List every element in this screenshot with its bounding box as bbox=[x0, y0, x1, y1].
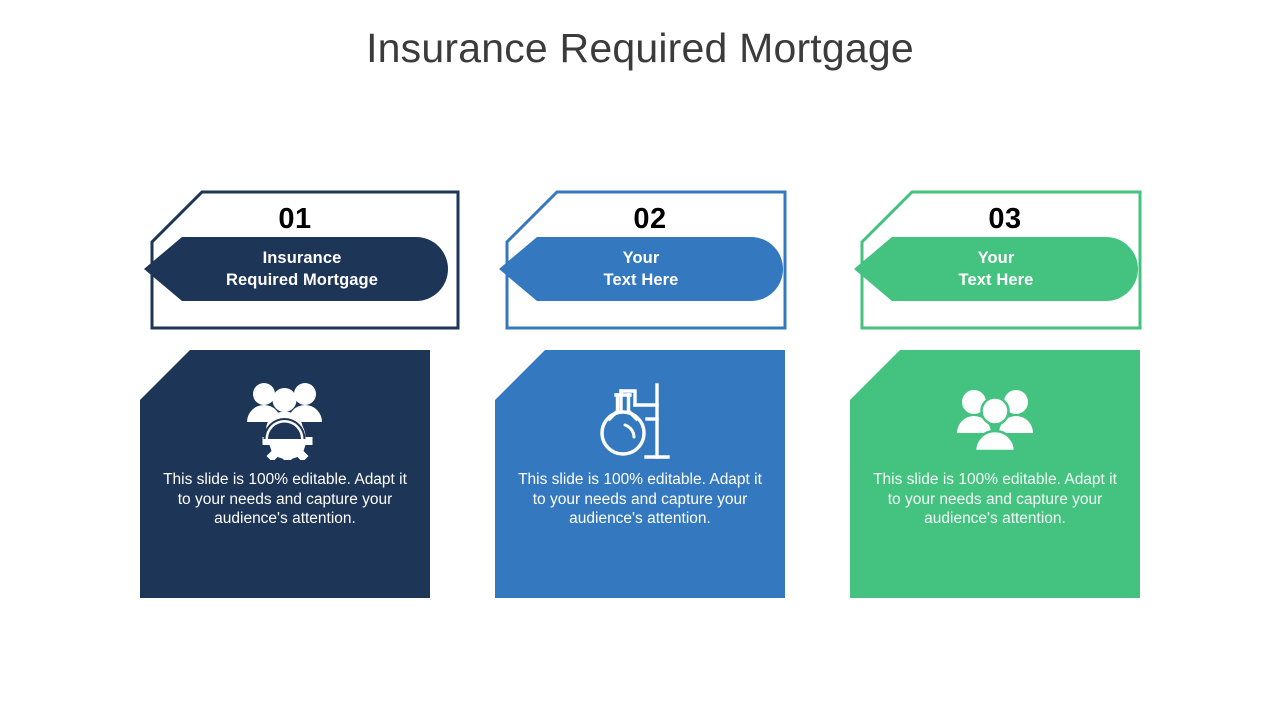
frame-outline-shape bbox=[150, 190, 460, 330]
lab-flask-icon bbox=[495, 368, 785, 472]
columns-container: 01 Insurance Required Mortgage bbox=[0, 190, 1280, 610]
header-frame-02 bbox=[485, 190, 815, 330]
banner-line2: Text Here bbox=[603, 271, 679, 289]
banner-ribbon-shape bbox=[499, 237, 783, 301]
users-group-icon bbox=[850, 368, 1140, 472]
banner-label-03: Your Text Here bbox=[862, 235, 1130, 303]
banner-03[interactable]: Your Text Here bbox=[848, 235, 1160, 303]
content-panel-03[interactable]: This slide is 100% editable. Adapt it to… bbox=[850, 350, 1140, 598]
banner-line1: Your bbox=[977, 249, 1015, 267]
banner-label-01: Insurance Required Mortgage bbox=[168, 235, 436, 303]
header-frame-03 bbox=[840, 190, 1170, 330]
frame-outline-shape bbox=[860, 190, 1142, 330]
banner-01[interactable]: Insurance Required Mortgage bbox=[138, 235, 450, 303]
step-number-02: 02 bbox=[633, 203, 667, 235]
people-gear-icon bbox=[140, 368, 430, 472]
banner-line1: Insurance bbox=[262, 249, 342, 267]
column-03[interactable]: 03 Your Text Here bbox=[840, 190, 1170, 610]
banner-label-02: Your Text Here bbox=[507, 235, 775, 303]
banner-02[interactable]: Your Text Here bbox=[493, 235, 805, 303]
step-number-01: 01 bbox=[278, 203, 312, 235]
content-panel-02[interactable]: This slide is 100% editable. Adapt it to… bbox=[495, 350, 785, 598]
banner-ribbon-shape bbox=[144, 237, 448, 301]
column-02[interactable]: 02 Your Text Here bbox=[485, 190, 815, 610]
panel-body-text-01: This slide is 100% editable. Adapt it to… bbox=[163, 471, 407, 527]
frame-outline-shape bbox=[505, 190, 787, 330]
banner-line1: Your bbox=[622, 249, 660, 267]
step-number-03: 03 bbox=[988, 203, 1022, 235]
content-panel-01[interactable]: This slide is 100% editable. Adapt it to… bbox=[140, 350, 430, 598]
banner-line2: Text Here bbox=[958, 271, 1034, 289]
banner-line2: Required Mortgage bbox=[225, 271, 379, 289]
panel-body-text-03: This slide is 100% editable. Adapt it to… bbox=[873, 471, 1117, 527]
panel-body-text-02: This slide is 100% editable. Adapt it to… bbox=[518, 471, 762, 527]
column-01[interactable]: 01 Insurance Required Mortgage bbox=[130, 190, 460, 610]
header-frame-01 bbox=[130, 190, 460, 330]
banner-ribbon-shape bbox=[854, 237, 1138, 301]
page-title: Insurance Required Mortgage bbox=[366, 25, 914, 71]
